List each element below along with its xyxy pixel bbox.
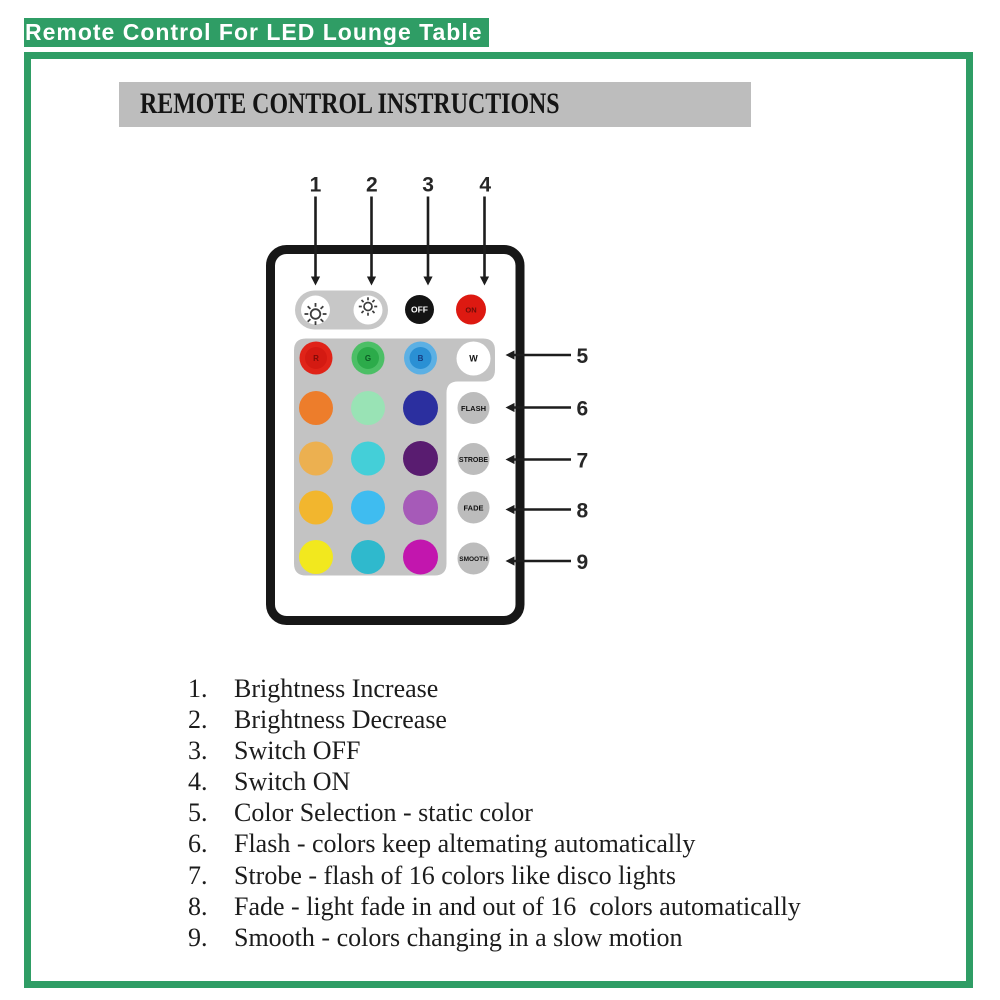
svg-text:G: G (365, 354, 371, 363)
svg-text:7: 7 (577, 450, 589, 473)
svg-text:8: 8 (577, 500, 589, 523)
svg-text:5: 5 (577, 345, 589, 368)
svg-text:4: 4 (479, 174, 491, 197)
svg-text:W: W (469, 353, 478, 363)
svg-text:3: 3 (422, 174, 434, 197)
svg-text:FLASH: FLASH (461, 404, 486, 413)
svg-text:FADE: FADE (463, 503, 483, 512)
svg-text:9: 9 (577, 551, 589, 574)
svg-text:OFF: OFF (411, 305, 428, 315)
svg-text:ON: ON (465, 305, 476, 314)
svg-text:B: B (418, 354, 424, 363)
svg-text:STROBE: STROBE (459, 457, 489, 464)
svg-text:2: 2 (366, 174, 378, 197)
svg-text:6: 6 (577, 398, 589, 421)
svg-text:1: 1 (310, 174, 322, 197)
svg-text:R: R (313, 354, 319, 363)
svg-text:SMOOTH: SMOOTH (459, 556, 488, 563)
